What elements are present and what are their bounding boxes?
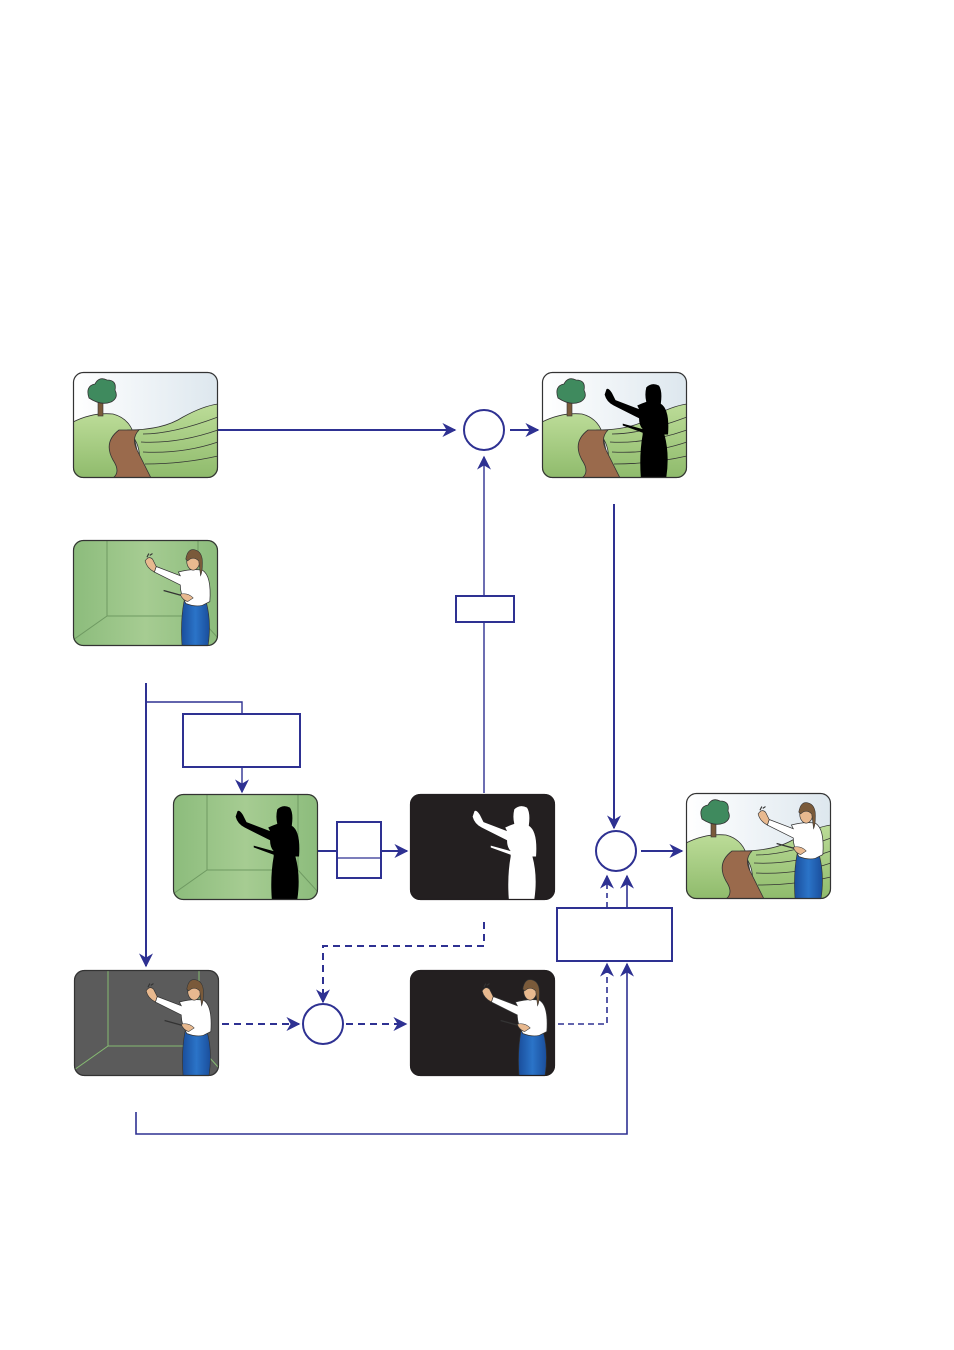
matte-image — [409, 793, 556, 901]
edge-gray-to-spill-box — [135, 962, 634, 1135]
spill-box — [556, 907, 673, 962]
add-node-final — [595, 830, 637, 872]
gray-foreground-image — [73, 969, 220, 1077]
keyed-foreground-image — [409, 969, 556, 1077]
invert-box — [455, 595, 515, 623]
connectors — [135, 423, 684, 1135]
foreground-image — [72, 539, 219, 647]
multiply-node-bottom — [302, 1003, 344, 1045]
color-key-box — [182, 713, 301, 768]
multiply-node-top — [463, 409, 505, 451]
edge-keyed-to-spill-box — [558, 962, 614, 1025]
background-image — [72, 371, 219, 479]
background-with-hole-image — [541, 371, 688, 479]
threshold-box — [336, 821, 382, 879]
edge-matte-to-bottom-node — [316, 922, 485, 1004]
final-composite-image — [685, 792, 832, 900]
silhouette-image — [172, 793, 319, 901]
edge-feed-to-color-key — [146, 701, 243, 714]
